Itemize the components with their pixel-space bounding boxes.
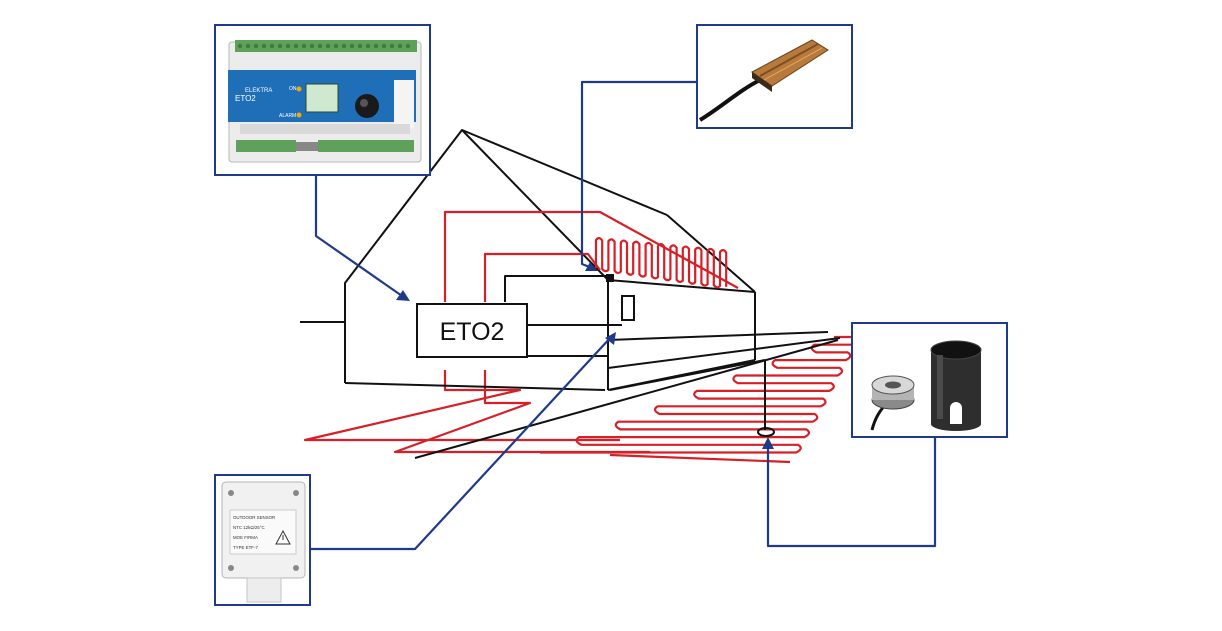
terminal-screw	[301, 43, 307, 49]
controller-label: ETO2	[440, 318, 505, 346]
outdoor-sensor-line3: MOE FIRMA	[233, 535, 258, 540]
terminal-screw	[381, 43, 387, 49]
terminal-screw	[357, 43, 363, 49]
moisture-sensor-icon	[698, 39, 829, 122]
terminal-screw	[237, 43, 243, 49]
device-led-alarm-label: ALARM	[279, 113, 296, 119]
terminal-screw	[373, 43, 379, 49]
device-led-on-label: ON	[289, 86, 297, 92]
terminal-screw	[309, 43, 315, 49]
din-rail-controller-icon: ELEKTRA ETO2 ON ALARM	[228, 40, 422, 163]
ground-serpentine	[540, 335, 860, 454]
outdoor-sensor-line1: OUTDOOR SENSOR	[233, 515, 275, 520]
callout-arrowheads	[396, 262, 774, 449]
terminal-screw	[341, 43, 347, 49]
ground-sensor-icon	[870, 340, 982, 431]
terminal-screw	[389, 43, 395, 49]
terminal-screw	[285, 43, 291, 49]
device-model: ETO2	[235, 94, 256, 103]
callout-connectors	[309, 80, 937, 551]
terminal-screw	[405, 43, 411, 49]
terminal-screw	[397, 43, 403, 49]
roof-sensor-photo-panel	[696, 24, 853, 129]
outdoor-sensor-line2: NTC 12kΩ/25°C	[233, 525, 265, 530]
roof-sensor-point	[606, 274, 614, 282]
warning-icon	[275, 529, 291, 545]
terminal-screw	[277, 43, 283, 49]
outdoor-sensor-photo-panel: OUTDOOR SENSOR NTC 12kΩ/25°C MOE FIRMA T…	[214, 474, 311, 606]
outdoor-sensor-icon: OUTDOOR SENSOR NTC 12kΩ/25°C MOE FIRMA T…	[221, 481, 306, 603]
ground-heating-cable	[303, 335, 860, 464]
terminal-screw	[261, 43, 267, 49]
ground-sensor-marker	[757, 427, 775, 437]
device-brand: ELEKTRA	[245, 88, 272, 94]
outdoor-sensor-line4: TYPE ETF-7	[233, 545, 258, 550]
roof-serpentine	[594, 237, 728, 289]
terminal-screw	[365, 43, 371, 49]
indoor-junction-box	[621, 295, 635, 321]
ground-lines	[300, 321, 841, 459]
terminal-screw	[269, 43, 275, 49]
terminal-screw	[293, 43, 299, 49]
terminal-screw	[325, 43, 331, 49]
terminal-screw	[245, 43, 251, 49]
terminal-screws-top	[237, 43, 411, 49]
roof-heating-cable	[443, 210, 739, 302]
terminal-screw	[349, 43, 355, 49]
ground-sensor-photo-panel	[851, 322, 1008, 438]
controller-photo-panel: ELEKTRA ETO2 ON ALARM	[214, 24, 431, 176]
controller-box: ETO2	[416, 303, 528, 358]
terminal-screw	[317, 43, 323, 49]
terminal-screw	[253, 43, 259, 49]
terminal-screw	[333, 43, 339, 49]
